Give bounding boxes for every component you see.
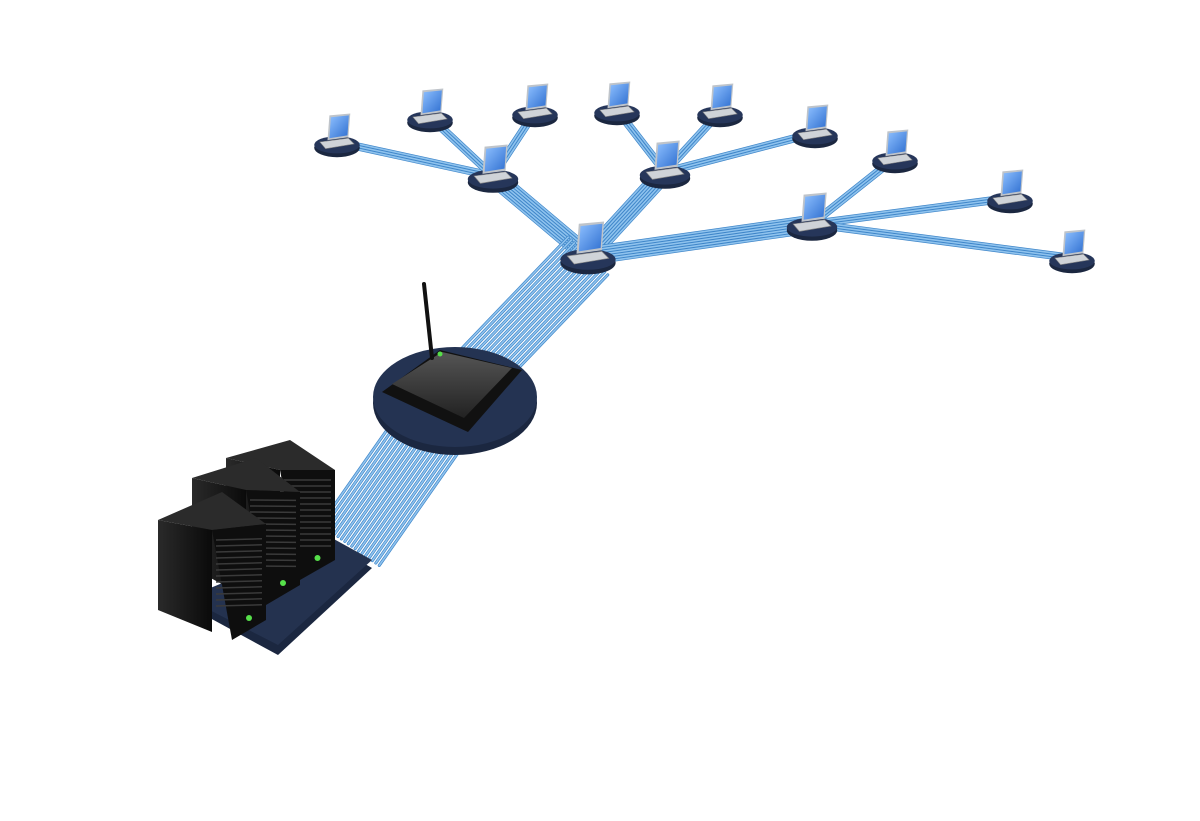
cable: [335, 143, 494, 180]
cable: [587, 228, 814, 262]
cable: [336, 141, 494, 177]
laptop-keyboard: [992, 193, 1028, 205]
power-icon: [314, 555, 321, 561]
laptop-keyboard: [645, 167, 685, 180]
cable: [811, 197, 1011, 225]
laptop-node: [697, 83, 743, 128]
cable: [586, 220, 813, 255]
cable-bundle: [585, 214, 815, 266]
cable: [811, 220, 1074, 257]
laptop-screen: [807, 106, 827, 130]
laptop-keyboard: [319, 137, 355, 149]
server-vent: [215, 592, 263, 595]
cable: [490, 177, 588, 259]
server-vent: [215, 538, 263, 541]
laptop-node: [467, 144, 519, 193]
server-vent: [215, 580, 263, 583]
cable: [664, 132, 816, 173]
laptop-node: [872, 129, 918, 174]
server-vent: [215, 586, 263, 589]
laptop-screen: [656, 142, 679, 168]
laptop-keyboard: [473, 171, 513, 184]
cable: [588, 230, 814, 265]
laptop-keyboard: [797, 128, 833, 140]
laptop-screen: [578, 223, 603, 252]
laptop-node: [786, 192, 838, 241]
server-vent: [215, 574, 263, 577]
laptop-node: [1049, 229, 1095, 274]
laptop-keyboard: [877, 153, 913, 165]
laptop-keyboard: [517, 107, 553, 119]
laptop-node: [512, 83, 558, 128]
laptop-node: [407, 88, 453, 133]
laptop-keyboard: [599, 105, 635, 117]
laptop-node: [560, 221, 616, 275]
server-vent: [215, 544, 263, 547]
server-vent: [215, 568, 263, 571]
cable: [811, 223, 1073, 259]
server-vent: [215, 550, 263, 553]
power-icon: [246, 615, 252, 621]
router-top: [392, 352, 512, 418]
laptop-node: [314, 113, 360, 158]
server-top: [192, 458, 300, 492]
router: [373, 282, 537, 455]
server-unit: [158, 492, 266, 640]
laptop-screen: [887, 131, 907, 155]
cable: [586, 215, 812, 250]
devices: [158, 81, 1095, 655]
cable-bundle: [810, 219, 1074, 263]
laptop-screen: [527, 85, 547, 109]
laptop-keyboard: [412, 112, 448, 124]
cable: [664, 134, 817, 176]
laptop-screen: [484, 146, 507, 172]
laptop-keyboard: [702, 107, 738, 119]
cable: [663, 129, 816, 171]
laptop-node: [792, 104, 838, 149]
cable: [811, 199, 1012, 228]
laptop-screen: [422, 90, 442, 114]
laptop-screen: [329, 115, 349, 139]
cable: [586, 218, 813, 252]
power-icon: [280, 580, 286, 586]
cable: [810, 225, 1073, 262]
antenna-icon: [422, 282, 434, 360]
cable-bundle: [334, 137, 496, 181]
cable: [810, 194, 1011, 223]
cable-bundle: [662, 128, 818, 177]
server-rack: [158, 440, 372, 655]
laptop-screen: [1064, 231, 1084, 255]
laptop-keyboard: [566, 251, 610, 265]
cable: [336, 138, 495, 175]
server-top: [158, 492, 266, 530]
cable: [587, 225, 814, 260]
laptop-screen: [609, 83, 629, 107]
laptop-node: [639, 140, 691, 189]
server-side: [158, 520, 212, 632]
server-vent: [215, 562, 263, 565]
laptop-keyboard: [792, 219, 832, 232]
server-vent: [215, 604, 263, 607]
laptop-keyboard: [1054, 253, 1090, 265]
laptop-node: [987, 169, 1033, 214]
server-vent: [215, 598, 263, 601]
status-light: [437, 351, 443, 357]
laptop-node: [594, 81, 640, 126]
cables: [319, 106, 1074, 567]
cable: [587, 223, 813, 257]
server-vent: [215, 556, 263, 559]
laptop-screen: [1002, 171, 1022, 195]
laptop-screen: [712, 85, 732, 109]
laptop-screen: [803, 194, 826, 220]
cable-bundle: [810, 193, 1012, 229]
